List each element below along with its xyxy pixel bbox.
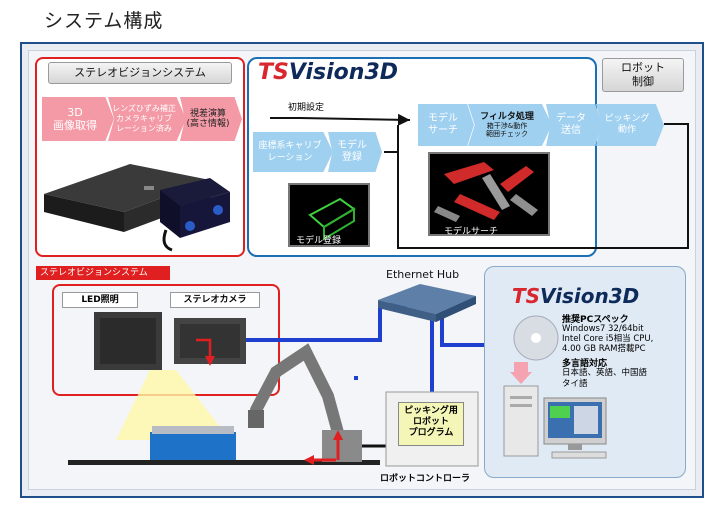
pc-spec-line-1: Windows7 32/64bit bbox=[562, 324, 644, 334]
led-light-beam bbox=[116, 370, 230, 440]
initial-setup-label: 初期設定 bbox=[288, 103, 325, 113]
camera-ethernet-cable bbox=[246, 303, 412, 342]
stereo-camera-devices bbox=[44, 164, 230, 252]
lang-heading: 多言語対応 bbox=[562, 359, 608, 369]
install-arrow bbox=[514, 362, 528, 374]
robot-control-label: ロボット 制御 bbox=[602, 58, 684, 92]
robot-program-note: ピッキング用 ロボット プログラム bbox=[398, 402, 464, 446]
pc-spec-heading: 推奨PCスペック bbox=[562, 315, 629, 325]
step-model-search: モデル サーチ bbox=[418, 104, 474, 146]
parts-container bbox=[150, 432, 236, 460]
step-filter: フィルタ処理 箱干渉&動作 範囲チェック bbox=[468, 104, 552, 146]
logo-ts: TS bbox=[258, 60, 289, 85]
model-register-screen bbox=[288, 183, 370, 247]
page-title: システム構成 bbox=[44, 10, 164, 32]
step-lens-calibration: レンズひずみ補正 カメラキャリブ レーション済み bbox=[108, 97, 186, 141]
camera-axis-arrow bbox=[196, 338, 212, 360]
lang-line-2: タイ語 bbox=[562, 379, 588, 389]
led-label: LED照明 bbox=[62, 292, 138, 308]
step-3d-capture: 3D 画像取得 bbox=[42, 97, 114, 141]
pc-spec-line-3: 4.00 GB RAM搭載PC bbox=[562, 344, 646, 354]
pc-logo-name: Vision3D bbox=[540, 284, 640, 308]
step-model-register: モデル 登録 bbox=[328, 132, 382, 172]
model-register-graphic bbox=[308, 197, 356, 241]
model-register-caption: モデル登録 bbox=[296, 236, 342, 246]
model-search-graphic bbox=[434, 162, 538, 222]
model-search-caption: モデルサーチ bbox=[444, 227, 499, 237]
step-picking: ピッキング 動作 bbox=[596, 104, 664, 146]
vision3d-logo: TSVision3D bbox=[258, 60, 398, 85]
ethernet-hub-device bbox=[378, 284, 476, 314]
pc-spec-line-2: Intel Core i5相当 CPU, bbox=[562, 334, 654, 344]
filter-sub: 箱干渉&動作 範囲チェック bbox=[486, 122, 528, 138]
pc-vision3d-logo: TSVision3D bbox=[512, 284, 639, 308]
model-search-screen bbox=[428, 152, 550, 236]
ethernet-hub-label: Ethernet Hub bbox=[386, 268, 460, 281]
camera-label: ステレオカメラ bbox=[170, 292, 260, 308]
bottom-stereo-heading: ステレオビジョンシステム bbox=[36, 266, 170, 280]
robot-controller-label: ロボットコントローラ bbox=[380, 474, 471, 484]
stereo-vision-heading: ステレオビジョンシステム bbox=[48, 62, 232, 84]
pc-keyboard bbox=[551, 451, 607, 459]
logo-name: Vision3D bbox=[288, 60, 399, 85]
lang-line-1: 日本語、英語、中国語 bbox=[562, 368, 648, 378]
step-coordinate-calibration: 座標系キャリブ レーション bbox=[253, 132, 333, 172]
pc-illustration bbox=[503, 315, 607, 459]
pc-logo-ts: TS bbox=[512, 284, 541, 308]
conveyor-base bbox=[68, 460, 380, 465]
robot-arm bbox=[250, 343, 346, 446]
filter-title: フィルタ処理 bbox=[480, 112, 534, 122]
step-disparity: 視差演算 (高さ情報) bbox=[180, 97, 242, 141]
step-data-send: データ 送信 bbox=[546, 104, 602, 146]
